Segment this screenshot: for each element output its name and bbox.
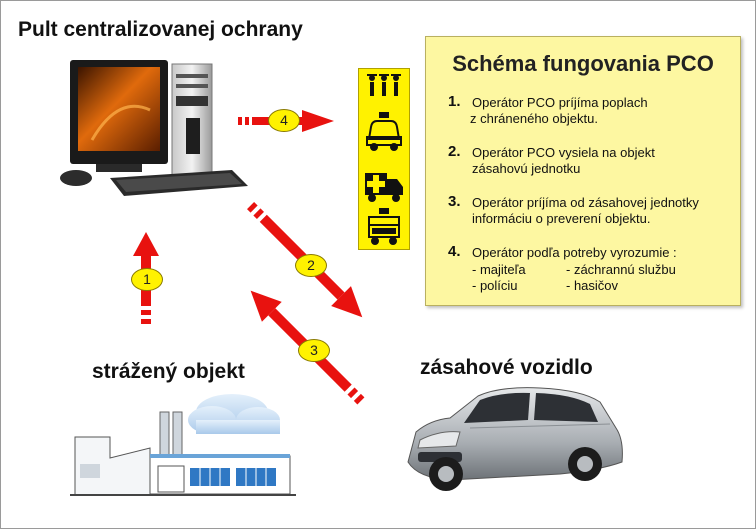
step-text-2: zásahovú jednotku: [472, 161, 581, 176]
pco-scheme-panel: Schéma fungovania PCO 1. Operátor PCO pr…: [425, 36, 741, 306]
option-police: - políciu: [472, 278, 518, 293]
option-owner: - majiteľa: [472, 262, 526, 277]
arrow-4-badge: 4: [268, 109, 300, 132]
response-vehicle-label: zásahové vozidlo: [420, 356, 593, 379]
arrow-3-badge: 3: [298, 339, 330, 362]
step-text: Operátor PCO vysiela na objekt: [472, 145, 655, 160]
panel-title: Schéma fungovania PCO: [452, 51, 714, 76]
step-number: 4.: [448, 243, 461, 260]
arrow-2-badge: 2: [295, 254, 327, 277]
people-icon: [367, 74, 401, 96]
ambulance-icon: [365, 173, 403, 202]
guarded-object-label: strážený objekt: [92, 360, 245, 383]
step-text-2: informáciu o preverení objektu.: [472, 211, 651, 226]
step-text: Operátor príjíma od zásahovej jednotky: [472, 195, 699, 210]
car-illustration: [407, 387, 623, 491]
arrow-1-badge: 1: [131, 268, 163, 291]
responder-icon-strip: [358, 68, 410, 250]
step-text-2: z chráneného objektu.: [470, 111, 598, 126]
factory-illustration: [70, 394, 296, 496]
police-car-icon: [366, 112, 402, 151]
option-rescue: - záchrannú službu: [566, 262, 676, 277]
step-number: 3.: [448, 193, 461, 210]
computer-illustration: [60, 60, 248, 196]
fire-truck-icon: [368, 208, 400, 245]
step-text: Operátor PCO príjíma poplach: [472, 95, 648, 110]
responder-icons: [365, 74, 403, 245]
step-number: 2.: [448, 143, 461, 160]
option-firefighters: - hasičov: [566, 278, 619, 293]
step-text: Operátor podľa potreby vyrozumie :: [472, 245, 677, 260]
step-number: 1.: [448, 93, 461, 110]
pco-label: Pult centralizovanej ochrany: [18, 18, 303, 41]
